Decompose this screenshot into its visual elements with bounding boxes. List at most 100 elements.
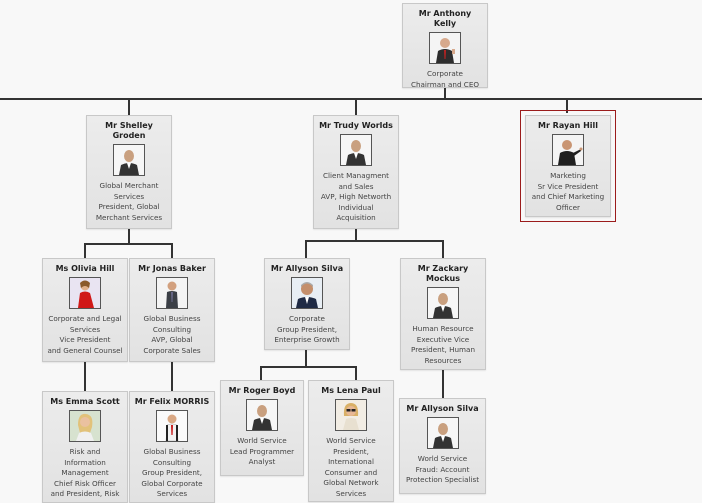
man-red-tie-photo bbox=[156, 410, 188, 442]
role-line: Services bbox=[156, 489, 188, 498]
role-line: Analyst bbox=[248, 457, 276, 466]
role-line: Group President, bbox=[277, 324, 337, 334]
org-card-emma-scott[interactable]: Ms Emma Scott Risk and Information Manag… bbox=[42, 391, 128, 503]
placeholder-silhouette-photo bbox=[340, 134, 372, 166]
connector-line bbox=[260, 366, 357, 368]
org-card-olivia-hill[interactable]: Ms Olivia Hill Corporate and Legal Servi… bbox=[42, 258, 128, 362]
connector-line bbox=[0, 98, 702, 100]
role-line: Global Business bbox=[143, 314, 201, 323]
role-line: Group President, bbox=[142, 468, 202, 477]
role-line: World Service bbox=[417, 454, 468, 463]
role-line: Corporate bbox=[427, 69, 463, 78]
role-line: Protection Specialist bbox=[405, 475, 480, 484]
person-name: Mr Roger Boyd bbox=[228, 386, 296, 395]
person-role: World Service Fraud: Account Protection … bbox=[400, 449, 485, 486]
org-card-anthony-kelly[interactable]: Mr Anthony Kelly Corporate Chairman and … bbox=[402, 3, 488, 88]
connector-line bbox=[84, 243, 86, 259]
woman-sunglasses-photo bbox=[335, 399, 367, 431]
role-line: Services bbox=[335, 488, 367, 498]
role-line: Global Business bbox=[143, 447, 201, 456]
person-name: Ms Olivia Hill bbox=[55, 264, 115, 273]
role-line: Corporate bbox=[289, 314, 325, 323]
role-line: Consumer and bbox=[324, 467, 378, 477]
role-line: Resources bbox=[424, 355, 462, 365]
person-role: Global Business Consulting Group Preside… bbox=[130, 442, 214, 500]
connector-line bbox=[305, 240, 307, 258]
person-role: Client Managment and Sales AVP, High Net… bbox=[314, 166, 398, 224]
org-card-jonas-baker[interactable]: Mr Jonas Baker Global Business Consultin… bbox=[129, 258, 215, 362]
role-line: Merchant Services bbox=[95, 212, 163, 222]
connector-line bbox=[355, 366, 357, 380]
woman-red-dress-photo bbox=[69, 277, 101, 309]
person-role: Risk and Information Management Chief Ri… bbox=[43, 442, 127, 500]
person-name: Mr Rayan Hill bbox=[537, 121, 599, 130]
role-line: AVP, High Networth bbox=[320, 192, 392, 201]
placeholder-silhouette-photo bbox=[246, 399, 278, 431]
person-role: Human Resource Executive Vice President,… bbox=[401, 319, 485, 366]
connector-line bbox=[305, 240, 444, 242]
name-line: Mockus bbox=[426, 274, 460, 283]
person-role: World Service Lead Programmer Analyst bbox=[221, 431, 303, 468]
connector-line bbox=[171, 362, 173, 392]
org-card-lena-paul[interactable]: Ms Lena Paul World Service President, In… bbox=[308, 380, 394, 502]
role-line: President, Global bbox=[98, 202, 160, 211]
org-card-roger-boyd[interactable]: Mr Roger Boyd World Service Lead Program… bbox=[220, 380, 304, 476]
man-pointing-photo bbox=[552, 134, 584, 166]
man-grey-hair-photo bbox=[291, 277, 323, 309]
role-line: World Service bbox=[237, 436, 287, 445]
woman-blonde-photo bbox=[69, 410, 101, 442]
person-role: Corporate Group President, Enterprise Gr… bbox=[265, 309, 349, 346]
person-role: Global Business Consulting AVP, Global C… bbox=[130, 309, 214, 356]
role-line: and General Counsel bbox=[47, 345, 123, 355]
person-name: Mr Allyson Silva bbox=[406, 404, 479, 413]
role-line: Corporate Sales bbox=[143, 345, 201, 355]
role-line: Risk and bbox=[69, 447, 101, 456]
role-line: Consulting bbox=[152, 324, 192, 334]
person-name: Mr Anthony Kelly bbox=[418, 9, 472, 28]
role-line: Human Resource bbox=[412, 324, 474, 333]
org-card-allyson-silva-corporate[interactable]: Mr Allyson Silva Corporate Group Preside… bbox=[264, 258, 350, 350]
role-line: Individual bbox=[338, 202, 374, 212]
role-line: Chairman and CEO bbox=[410, 79, 480, 88]
connector-line bbox=[305, 350, 307, 367]
role-line: President, Human bbox=[410, 345, 476, 354]
role-line: Fraud: Account bbox=[415, 464, 470, 474]
connector-line bbox=[442, 240, 444, 258]
role-line: World Service bbox=[326, 436, 376, 445]
role-line: Chief Risk Officer bbox=[54, 478, 116, 488]
org-card-rayan-hill[interactable]: Mr Rayan Hill Marketing Sr Vice Presiden… bbox=[520, 110, 616, 222]
man-suit-photo bbox=[156, 277, 188, 309]
role-line: and Sales bbox=[338, 181, 374, 191]
name-line: Groden bbox=[112, 131, 146, 140]
role-line: Consulting bbox=[152, 457, 192, 467]
person-role: Global Merchant Services President, Glob… bbox=[87, 176, 171, 223]
placeholder-silhouette-photo bbox=[426, 417, 459, 449]
role-line: Lead Programmer bbox=[229, 446, 295, 456]
person-role: World Service President, International C… bbox=[309, 431, 393, 499]
role-line: AVP, Global bbox=[151, 335, 193, 344]
connector-line bbox=[84, 243, 173, 245]
person-name: Ms Lena Paul bbox=[321, 386, 381, 395]
person-name: Ms Emma Scott bbox=[50, 397, 120, 406]
connector-line bbox=[444, 87, 446, 99]
role-line: and President, Risk bbox=[50, 489, 120, 498]
connector-line bbox=[171, 243, 173, 259]
org-card-allyson-silva-world-service[interactable]: Mr Allyson Silva World Service Fraud: Ac… bbox=[399, 398, 486, 494]
name-line: Mr Zackary bbox=[417, 264, 469, 273]
role-line: Acquisition bbox=[336, 213, 376, 222]
connector-line bbox=[128, 99, 130, 115]
role-line: Global Network bbox=[323, 478, 379, 487]
org-card-trudy-worlds[interactable]: Mr Trudy Worlds Client Managment and Sal… bbox=[313, 115, 399, 229]
person-role: Corporate and Legal Services Vice Presid… bbox=[43, 309, 127, 356]
org-card-felix-morris[interactable]: Mr Felix MORRIS Global Business Consulti… bbox=[129, 391, 215, 503]
person-name: Mr Allyson Silva bbox=[270, 264, 344, 273]
role-line: and Chief Marketing bbox=[531, 192, 605, 201]
role-line: Information bbox=[64, 457, 106, 467]
person-role: Marketing Sr Vice President and Chief Ma… bbox=[526, 166, 610, 213]
role-line: Vice President bbox=[59, 335, 111, 344]
connector-line bbox=[355, 228, 357, 241]
name-line: Mr Shelley bbox=[105, 121, 153, 130]
